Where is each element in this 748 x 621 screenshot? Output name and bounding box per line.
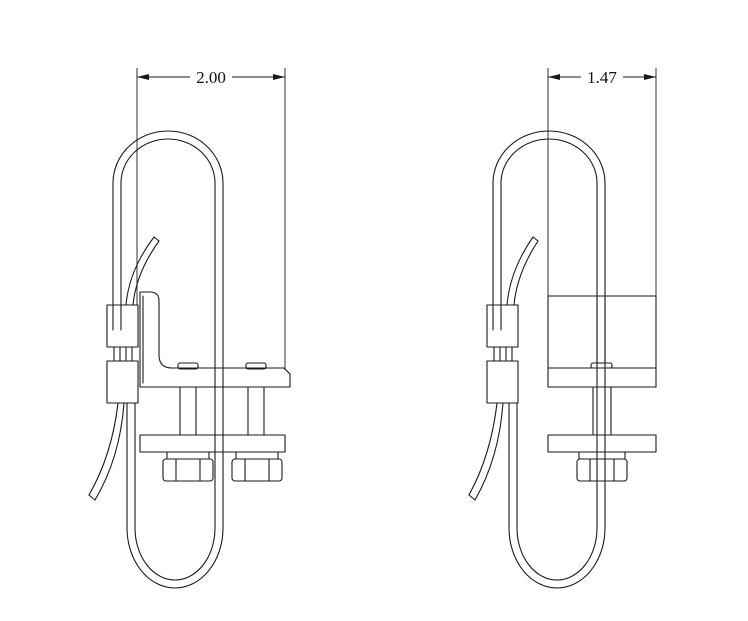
front-hex-nut-right: [231, 451, 283, 482]
front-bolts: [179, 386, 265, 436]
side-upper-sleeve: [486, 304, 519, 348]
front-mounting-bracket: [139, 291, 291, 388]
side-top-lead: [506, 236, 539, 306]
front-view: 2.00: [88, 68, 291, 589]
front-top-lead: [125, 236, 160, 306]
front-lower-sleeve: [106, 360, 139, 404]
front-screw-head-right: [245, 362, 267, 370]
front-upper-sleeve: [106, 304, 139, 348]
arrowhead-left: [137, 74, 149, 80]
side-mounting-bracket: [547, 295, 657, 388]
front-bottom-lead: [88, 402, 125, 501]
side-sleeve-connector: [493, 346, 513, 362]
side-width-dimension: 1.47: [547, 68, 657, 296]
arrowhead-left: [548, 74, 560, 80]
arrowhead-right: [644, 74, 656, 80]
side-lower-sleeve: [486, 360, 519, 404]
front-base-plate: [139, 434, 286, 453]
side-screw-head: [590, 362, 613, 369]
arrowhead-right: [273, 74, 285, 80]
side-electrode-wire: [492, 130, 606, 589]
front-hex-nut-left: [162, 451, 214, 482]
front-screw-head-left: [177, 362, 199, 370]
side-bolt: [592, 386, 612, 436]
side-bottom-lead: [468, 402, 504, 501]
front-width-label: 2.00: [196, 68, 226, 87]
side-hex-nut: [576, 451, 628, 482]
side-width-label: 1.47: [587, 68, 617, 87]
front-sleeve-connector: [113, 346, 133, 362]
front-electrode-wire: [112, 130, 224, 589]
side-base-plate: [547, 434, 657, 453]
side-view: 1.47: [468, 68, 657, 589]
